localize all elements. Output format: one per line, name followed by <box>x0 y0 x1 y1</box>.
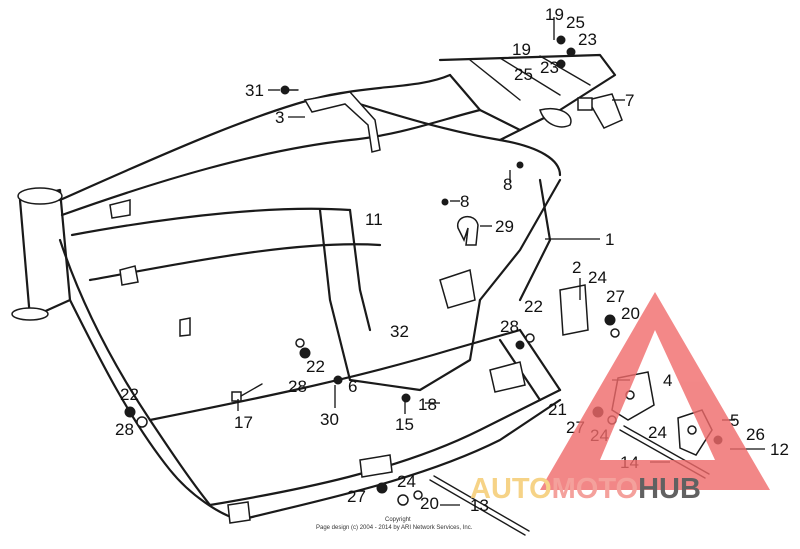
callout-29: 29 <box>495 217 514 236</box>
callout-21: 21 <box>548 400 567 419</box>
callout-28: 28 <box>288 377 307 396</box>
callout-6: 6 <box>348 377 357 396</box>
callout-24: 24 <box>397 472 416 491</box>
callout-31: 31 <box>245 81 264 100</box>
callout-11: 11 <box>365 210 383 229</box>
callout-25: 25 <box>514 65 533 84</box>
callout-18: 18 <box>418 395 437 414</box>
callout-1: 1 <box>605 230 614 249</box>
bracket-3 <box>303 91 381 153</box>
callout-24: 24 <box>588 268 607 287</box>
callout-19: 19 <box>512 40 531 59</box>
callout-13: 13 <box>470 496 489 515</box>
footpeg-bracket-7 <box>577 93 623 129</box>
callout-22: 22 <box>120 385 139 404</box>
callout-7: 7 <box>625 91 634 110</box>
copyright-line1: Copyright <box>385 517 411 523</box>
callout-25: 25 <box>566 13 585 32</box>
callout-17: 17 <box>234 413 253 432</box>
callout-12: 12 <box>770 440 789 459</box>
callout-20: 20 <box>420 494 439 513</box>
callout-5: 5 <box>730 411 739 430</box>
callout-24: 24 <box>648 423 667 442</box>
bolt-13 <box>429 475 530 536</box>
watermark-word-hub: HUB <box>638 473 701 505</box>
callout-23: 23 <box>540 58 559 77</box>
callout-8: 8 <box>460 192 469 211</box>
clamp-29 <box>457 216 479 246</box>
callout-23: 23 <box>578 30 597 49</box>
callout-22: 22 <box>306 357 325 376</box>
callout-4: 4 <box>663 371 672 390</box>
copyright-line2: Page design (c) 2004 - 2014 by ARI Netwo… <box>316 525 473 531</box>
callout-8: 8 <box>503 175 512 194</box>
main-frame <box>11 53 617 524</box>
callout-labels: 19 25 23 19 23 25 7 31 3 8 8 11 29 1 2 2… <box>115 5 789 515</box>
callout-28: 28 <box>115 420 134 439</box>
callout-26: 26 <box>746 425 765 444</box>
callout-22: 22 <box>524 297 543 316</box>
callout-27: 27 <box>606 287 625 306</box>
callout-19: 19 <box>545 5 564 24</box>
callout-20: 20 <box>621 304 640 323</box>
callout-30: 30 <box>320 410 339 429</box>
callout-2: 2 <box>572 258 581 277</box>
callout-3: 3 <box>275 108 284 127</box>
svg-text:AUTOMOTOHUB: AUTOMOTOHUB <box>470 473 701 505</box>
bolt-17 <box>231 383 263 402</box>
callout-28: 28 <box>500 317 519 336</box>
watermark-triangle-icon <box>540 292 770 490</box>
watermark-word-moto: MOTO <box>552 473 638 505</box>
bolt-31 <box>280 85 299 95</box>
watermark-word-auto: AUTO <box>470 473 552 505</box>
automotohub-watermark: AUTOMOTOHUB <box>470 292 770 505</box>
callout-32: 32 <box>390 322 409 341</box>
callout-27: 27 <box>347 487 366 506</box>
callout-15: 15 <box>395 415 414 434</box>
